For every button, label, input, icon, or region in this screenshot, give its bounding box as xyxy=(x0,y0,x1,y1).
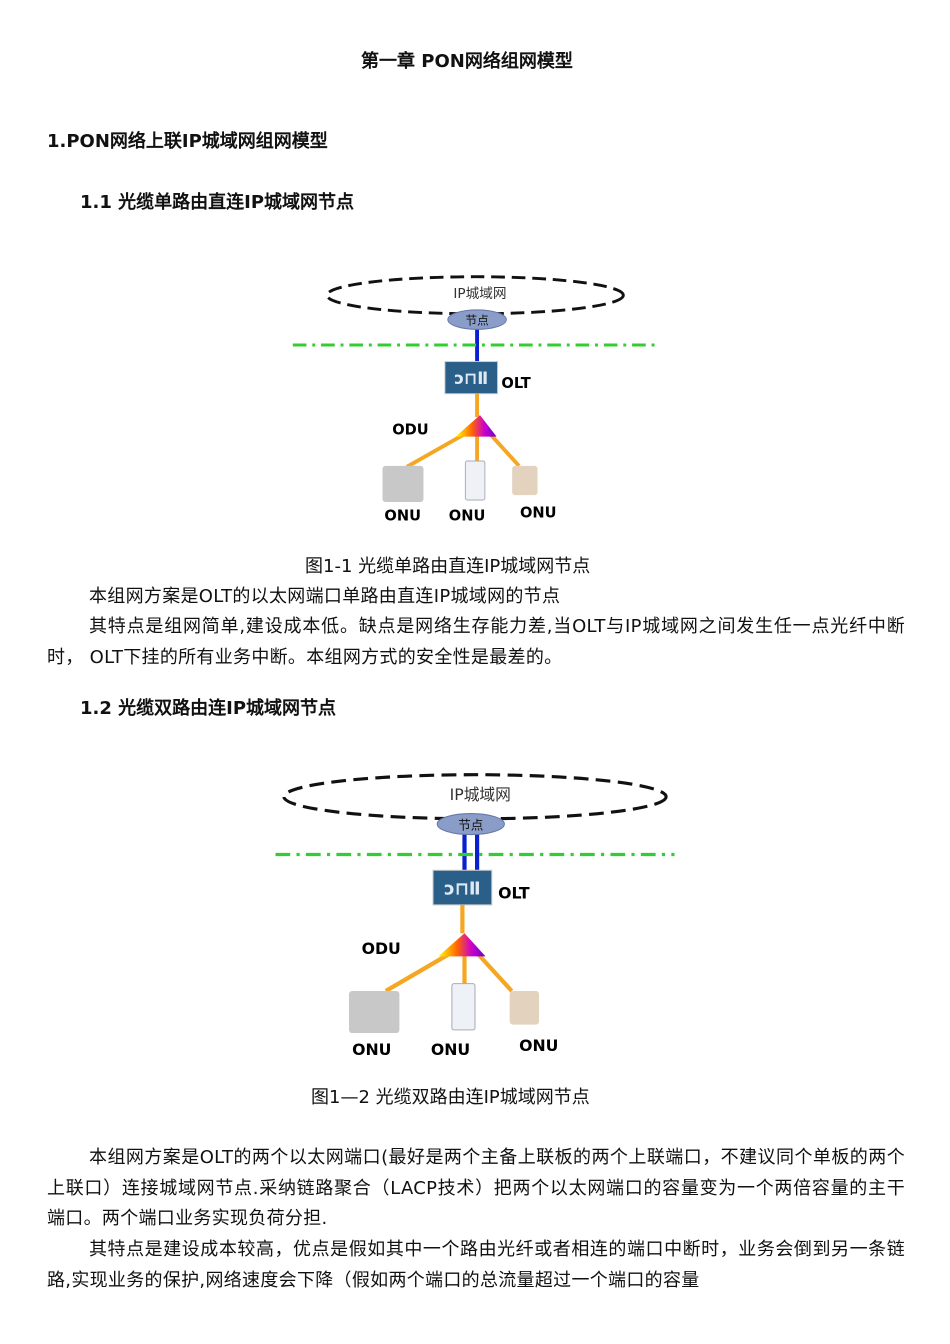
node-label: 节点 xyxy=(465,314,489,328)
odu-splitter-icon xyxy=(455,415,497,437)
onu-device-icon xyxy=(464,460,486,501)
paragraph: 本组网方案是OLT的以太网端口单路由直连IP城域网的节点 xyxy=(89,586,561,607)
olt-label: OLT xyxy=(498,884,530,903)
odu-label: ODU xyxy=(362,939,401,958)
cloud-label: IP城域网 xyxy=(450,785,511,804)
olt-icon: ɔ⊓Ⅱ xyxy=(444,361,499,395)
fiber-branches xyxy=(405,393,521,469)
chapter-title: 第一章 PON网络组网模型 xyxy=(361,51,573,72)
svg-text:ɔ⊓Ⅱ: ɔ⊓Ⅱ xyxy=(454,369,488,388)
onu-device-icon xyxy=(509,991,540,1025)
section-heading: 1.PON网络上联IP城域网组网模型 xyxy=(47,131,328,152)
onu-device-icon xyxy=(349,991,400,1033)
onu-label: ONU xyxy=(352,1040,391,1059)
olt-icon: ɔ⊓Ⅱ xyxy=(432,869,493,906)
onu-label: ONU xyxy=(520,505,557,522)
ip-metro-cloud xyxy=(282,773,668,821)
node-label: 节点 xyxy=(458,817,483,832)
figure-caption-1: 图1-1 光缆单路由直连IP城域网节点 xyxy=(305,556,591,577)
router-icon xyxy=(436,813,505,836)
paragraph: 本组网方案是OLT的两个以太网端口(最好是两个主备上联板的两个上联端口，不建议同… xyxy=(47,1147,905,1230)
odu-label: ODU xyxy=(392,422,428,439)
onu-label: ONU xyxy=(519,1036,558,1055)
odu-splitter-icon xyxy=(438,933,486,957)
paragraph: 其特点是组网简单,建设成本低。缺点是网络生存能力差,当OLT与IP城域网之间发生… xyxy=(47,616,905,668)
subsection-heading-1-2: 1.2 光缆双路由连IP城域网节点 xyxy=(80,698,337,719)
network-diagram-2: IP城域网 节点 ɔ⊓Ⅱ OLT ODU ONU ONU ONU xyxy=(275,773,675,1059)
onu-device-icon xyxy=(382,465,424,502)
olt-label: OLT xyxy=(501,375,530,392)
network-diagram-1: IP城域网 节点 ɔ⊓Ⅱ OLT ODU ONU ONU ONU xyxy=(292,275,661,524)
paragraph: 其特点是建设成本较高，优点是假如其中一个路由光纤或者相连的端口中断时，业务会倒到… xyxy=(47,1239,905,1291)
onu-label: ONU xyxy=(431,1040,470,1059)
router-icon xyxy=(447,309,507,330)
figure-caption-2: 图1—2 光缆双路由连IP城域网节点 xyxy=(311,1087,590,1108)
subsection-heading-1-1: 1.1 光缆单路由直连IP城域网节点 xyxy=(80,192,355,213)
svg-text:ɔ⊓Ⅱ: ɔ⊓Ⅱ xyxy=(444,878,481,899)
onu-device-icon xyxy=(512,465,538,496)
onu-label: ONU xyxy=(384,507,421,524)
fiber-branches xyxy=(384,904,514,993)
onu-device-icon xyxy=(451,983,476,1031)
cloud-label: IP城域网 xyxy=(453,286,506,302)
onu-label: ONU xyxy=(449,507,486,524)
